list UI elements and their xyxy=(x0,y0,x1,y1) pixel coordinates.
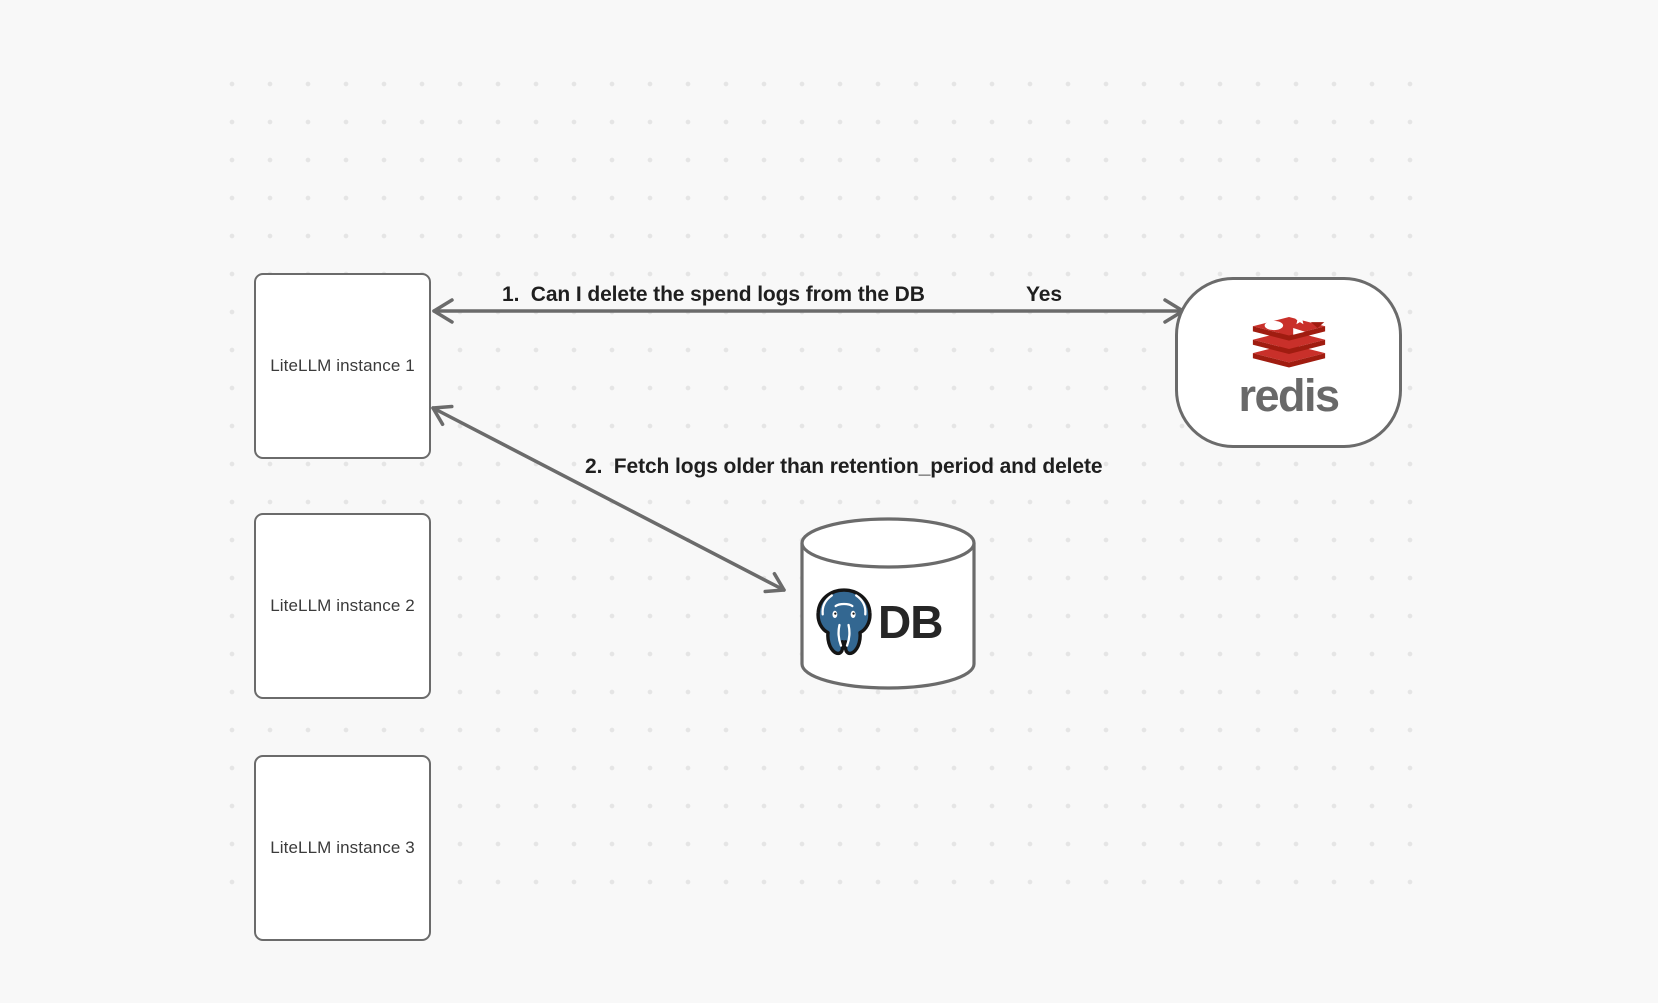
litellm-instance-3-label: LiteLLM instance 3 xyxy=(270,838,415,857)
litellm-instance-1-label: LiteLLM instance 1 xyxy=(270,356,415,375)
db-node-label: DB xyxy=(806,582,943,662)
annotation-step1: 1. Can I delete the spend logs from the … xyxy=(502,283,925,306)
litellm-instance-3-node: LiteLLM instance 3 xyxy=(254,755,431,941)
redis-wordmark: redis xyxy=(1238,370,1340,421)
annotation-step2: 2. Fetch logs older than retention_perio… xyxy=(585,455,1103,478)
litellm-instance-2-label: LiteLLM instance 2 xyxy=(270,596,415,615)
postgresql-elephant-icon xyxy=(816,588,872,656)
db-text: DB xyxy=(878,596,943,648)
redis-node: redis xyxy=(1175,277,1402,448)
litellm-instance-2-node: LiteLLM instance 2 xyxy=(254,513,431,699)
redis-stack-icon xyxy=(1252,313,1325,368)
litellm-instance-1-node: LiteLLM instance 1 xyxy=(254,273,431,459)
annotation-step1-answer: Yes xyxy=(1026,283,1062,306)
